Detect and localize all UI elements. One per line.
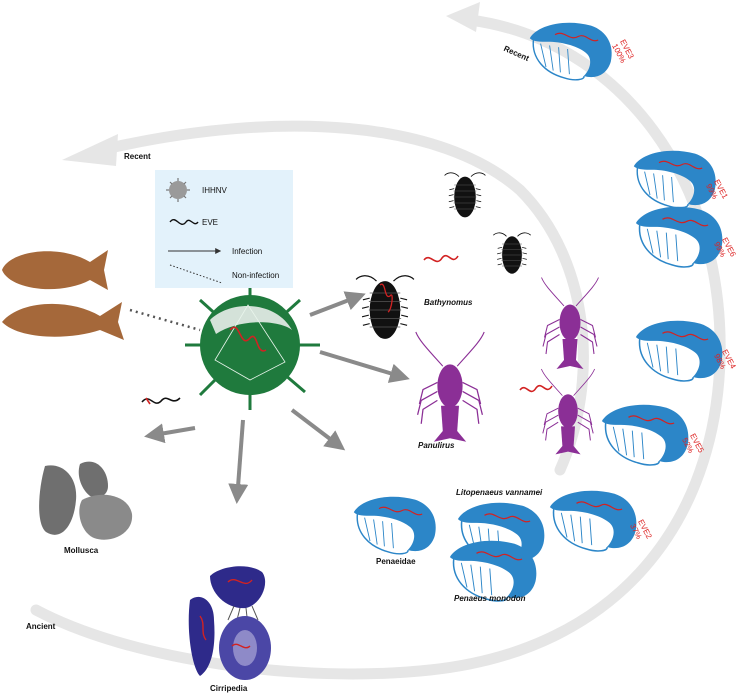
cirripedia-label: Cirripedia: [210, 684, 248, 693]
shrimp-eve1: [633, 150, 717, 209]
mollusca-eve: [141, 397, 181, 404]
litopenaeus-label: Litopenaeus vannamei: [456, 488, 543, 497]
penaeus-monodon-label: Penaeus monodon: [454, 594, 526, 603]
penaeidae-label: Penaeidae: [376, 557, 416, 566]
timeline-arc-mid: [104, 120, 589, 476]
legend-eve-label: EVE: [202, 218, 219, 227]
arrow-to-bathynomus: [309, 291, 366, 317]
arrow-to-penaeidae: [290, 408, 346, 451]
shrimp-eve6: [635, 206, 724, 268]
mollusca-label: Mollusca: [64, 546, 99, 555]
bathynomus-eve: [423, 254, 459, 263]
timeline-arc-mid-head: [62, 134, 118, 166]
panulirus-eve: [519, 384, 553, 393]
legend-non-infection-label: Non-infection: [232, 271, 280, 280]
timeline-arc-top-head: [446, 2, 480, 32]
arrow-to-mollusca: [144, 423, 196, 444]
arrow-to-panulirus: [319, 350, 410, 383]
legend-non-infection-line: [169, 264, 223, 284]
penaeus-monodon-shrimp: [449, 540, 538, 602]
ihhnv-virus: [185, 282, 320, 410]
mollusc-shells: [39, 461, 133, 540]
arrow-to-cirripedia: [228, 419, 249, 504]
timeline-arc: [30, 14, 726, 680]
legend-eve-icon: [169, 219, 199, 225]
non-infection-line: [129, 308, 201, 332]
legend-infection-label: Infection: [232, 247, 263, 256]
penaeidae-shrimp: [353, 496, 437, 555]
shrimp-eve5: [601, 404, 690, 466]
barnacles: [188, 566, 271, 680]
mollusca-eve-red: [145, 397, 151, 405]
flatfish-silhouette: [2, 250, 108, 290]
bathynomus-label: Bathynomus: [424, 298, 473, 307]
panulirus-label: Panulirus: [418, 441, 455, 450]
shrimp-eve4: [635, 320, 724, 382]
recent-mid-label: Recent: [124, 152, 151, 161]
shrimp-eve2: [549, 490, 638, 552]
legend-virus-icon: [166, 178, 190, 202]
trout-silhouette: [2, 302, 124, 340]
legend-ihhnv-label: IHHNV: [202, 186, 227, 195]
ancient-label: Ancient: [26, 622, 56, 631]
